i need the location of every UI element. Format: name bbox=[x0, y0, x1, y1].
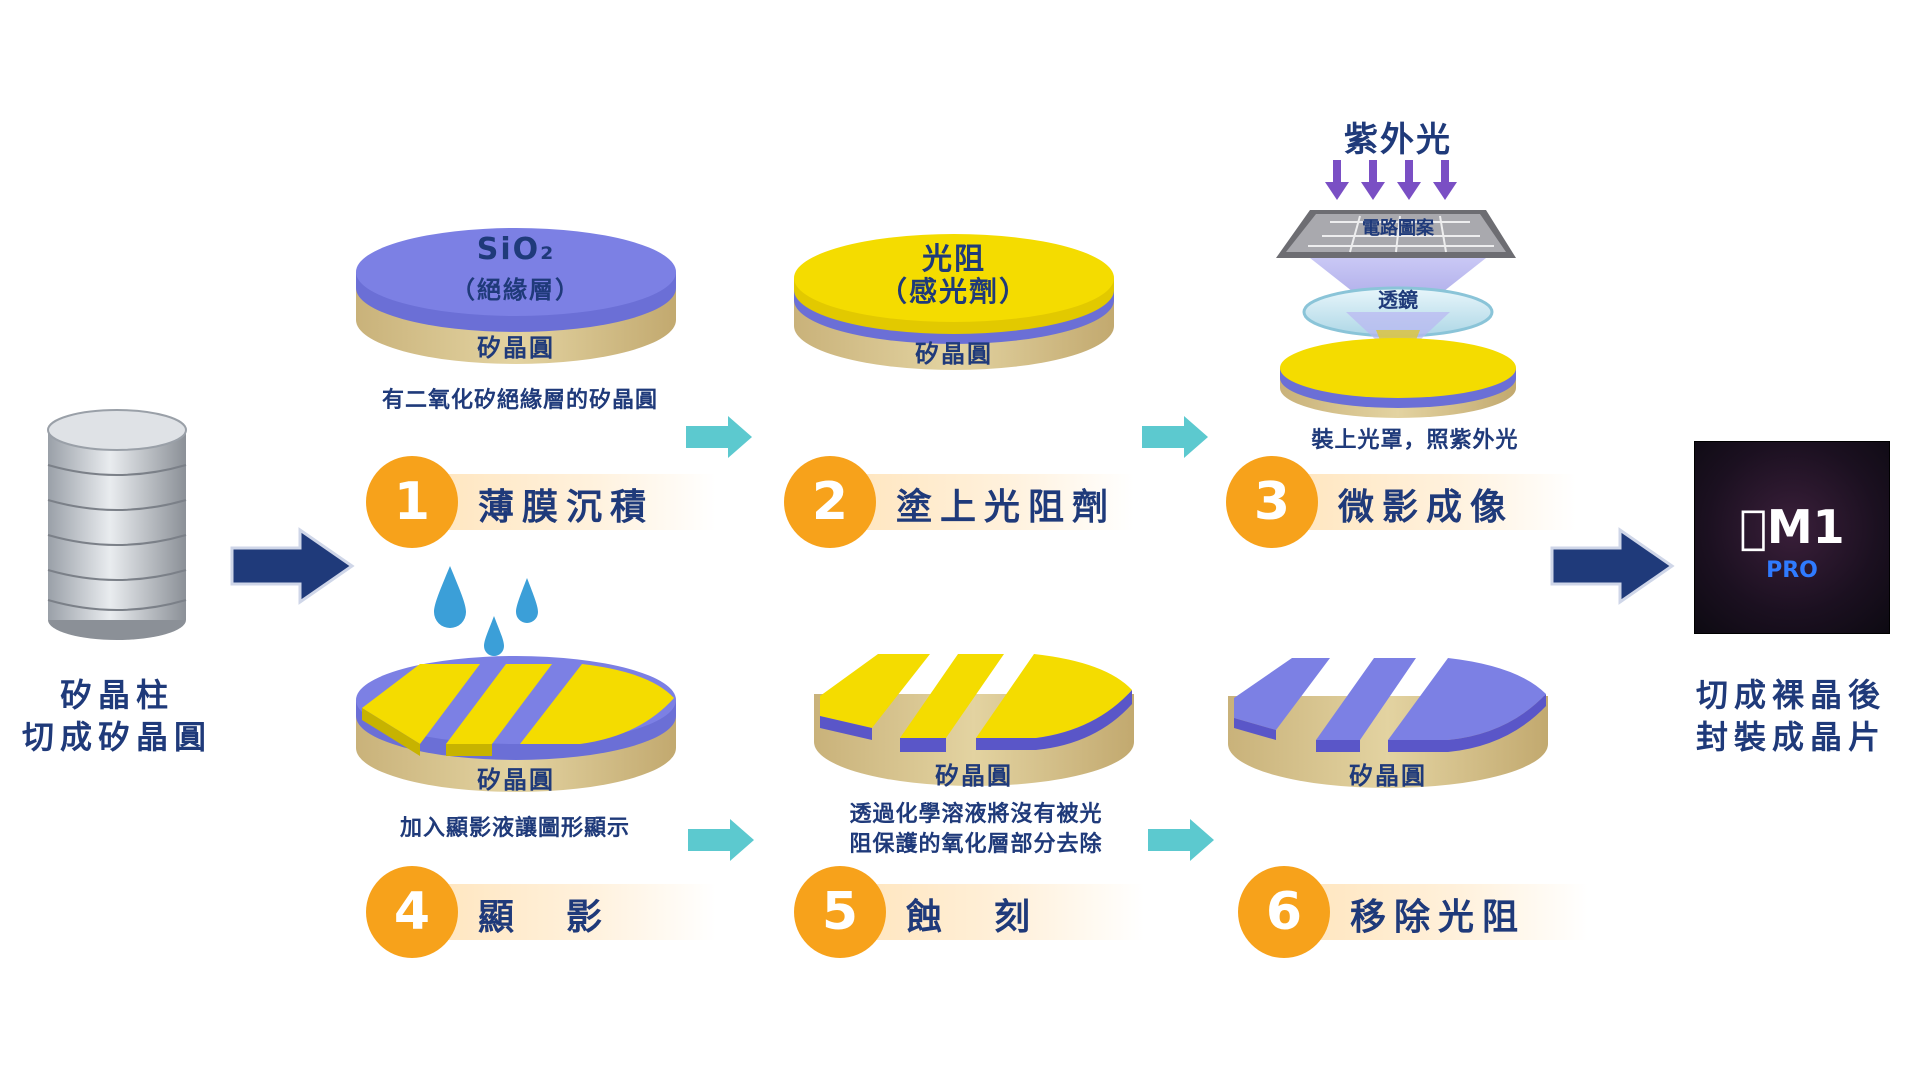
silicon-ingot-icon bbox=[47, 409, 187, 640]
step-title: 薄膜沉積 bbox=[478, 487, 655, 528]
chip-name-text: M1 bbox=[1753, 500, 1845, 554]
wafer-label-6: 矽晶圓 bbox=[1349, 762, 1427, 790]
step-number-badge: 3 bbox=[1226, 456, 1318, 548]
step-4: 4 顯 影 bbox=[366, 866, 726, 958]
wafer-label-2: 矽晶圓 bbox=[915, 340, 993, 368]
wafer-disc-5 bbox=[814, 654, 1134, 786]
ingot-label-line2: 切成矽晶圓 bbox=[21, 718, 212, 756]
lens-icon bbox=[1302, 286, 1494, 340]
packaging-label: 切成裸晶後 封裝成晶片 bbox=[1686, 674, 1896, 758]
lens-label: 透鏡 bbox=[1378, 288, 1418, 312]
apple-logo-icon:  bbox=[1739, 500, 1767, 554]
caption-step-1: 有二氧化矽絕緣層的矽晶圓 bbox=[381, 388, 658, 413]
caption-step-5-line2: 阻保護的氧化層部分去除 bbox=[849, 832, 1103, 857]
chip-name: M1 bbox=[1695, 500, 1889, 554]
step-title: 顯 影 bbox=[478, 897, 611, 938]
step-number-badge: 4 bbox=[366, 866, 458, 958]
light-beam bbox=[1310, 258, 1486, 310]
ingot-label: 矽晶柱 切成矽晶圓 bbox=[14, 674, 220, 758]
step-5: 5 蝕 刻 bbox=[794, 866, 1154, 958]
navy-arrow-right bbox=[1550, 527, 1675, 605]
developer-drops-icon bbox=[434, 566, 538, 656]
step-title: 微影成像 bbox=[1338, 487, 1515, 528]
uv-arrows-icon bbox=[1325, 160, 1457, 200]
photoresist-label: 光阻 bbox=[922, 242, 986, 277]
ingot-label-line1: 矽晶柱 bbox=[59, 676, 174, 714]
wafer-disc-6 bbox=[1228, 658, 1548, 788]
step-number-badge: 2 bbox=[784, 456, 876, 548]
step-1: 1 薄膜沉積 bbox=[366, 456, 726, 548]
teal-arrows bbox=[686, 416, 1214, 861]
wafer-disc-2 bbox=[794, 234, 1114, 370]
packaging-label-line1: 切成裸晶後 bbox=[1695, 676, 1886, 714]
step-title: 移除光阻 bbox=[1350, 897, 1527, 938]
step-2: 2 塗上光阻劑 bbox=[784, 456, 1144, 548]
step-title: 蝕 刻 bbox=[906, 897, 1039, 938]
wafer-disc-4 bbox=[356, 656, 676, 792]
step-6: 6 移除光阻 bbox=[1238, 866, 1598, 958]
step-number-badge: 5 bbox=[794, 866, 886, 958]
wafer-label-5: 矽晶圓 bbox=[935, 762, 1013, 790]
photosensitive-label: （感光劑） bbox=[878, 275, 1029, 308]
caption-step-4: 加入顯影液讓圖形顯示 bbox=[399, 816, 630, 841]
step-number-badge: 6 bbox=[1238, 866, 1330, 958]
caption-step-5-line1: 透過化學溶液將沒有被光 bbox=[849, 802, 1103, 827]
m1-pro-chip: M1 PRO bbox=[1694, 441, 1890, 634]
caption-step-3: 裝上光罩，照紫外光 bbox=[1311, 428, 1519, 453]
step-3: 3 微影成像 bbox=[1226, 456, 1586, 548]
step-number-badge: 1 bbox=[366, 456, 458, 548]
wafer-label-4: 矽晶圓 bbox=[477, 766, 555, 794]
uv-title: 紫外光 bbox=[1344, 120, 1452, 160]
sio2-label: SiO₂ bbox=[476, 232, 556, 267]
caption-step-5: 透過化學溶液將沒有被光 阻保護的氧化層部分去除 bbox=[826, 800, 1126, 860]
insulator-label: （絕緣層） bbox=[451, 276, 581, 304]
chip-variant: PRO bbox=[1766, 558, 1818, 583]
wafer-disc-3 bbox=[1280, 338, 1516, 418]
wafer-label-1: 矽晶圓 bbox=[477, 334, 555, 362]
step-title: 塗上光阻劑 bbox=[896, 487, 1117, 528]
wafer-disc-1 bbox=[356, 228, 676, 364]
navy-arrow-left bbox=[230, 527, 355, 605]
packaging-label-line2: 封裝成晶片 bbox=[1695, 718, 1886, 756]
mask-label: 電路圖案 bbox=[1362, 218, 1434, 239]
photomask-icon bbox=[1276, 210, 1516, 258]
